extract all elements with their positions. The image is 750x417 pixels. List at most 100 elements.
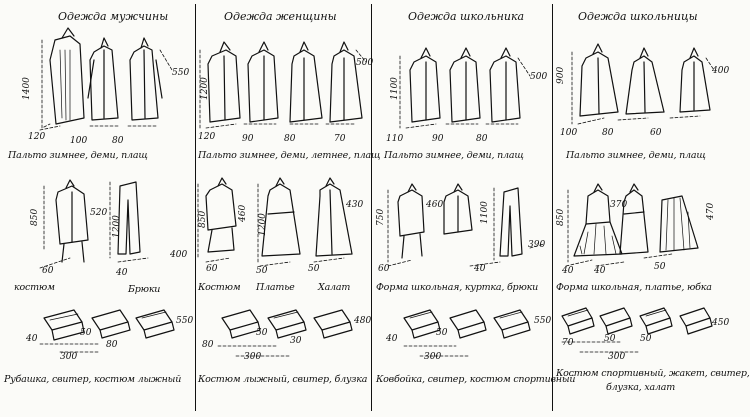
dim-label: 550: [172, 68, 190, 78]
women-row3-dim-lines: [217, 345, 291, 357]
column-title-men: Одежда мужчины: [58, 10, 169, 23]
dim-label: 460: [238, 204, 248, 222]
dim-label: 400: [170, 250, 188, 260]
dim-label: 50: [654, 262, 666, 272]
caption-men-shirts: Рубашка, свитер, костюм лыжный: [4, 374, 182, 385]
dim-label: 850: [198, 210, 208, 228]
dim-label: 550: [176, 316, 194, 326]
dim-label: 50: [640, 334, 652, 344]
men-row2-dim-lines: [39, 257, 149, 269]
column-divider: [195, 4, 196, 411]
dim-label: 520: [90, 208, 108, 218]
schoolboy-folded-3: [493, 309, 531, 339]
dim-label: 60: [650, 128, 662, 138]
dim-label: 80: [202, 340, 214, 350]
women-coat-3: [289, 41, 323, 123]
dim-label: 850: [556, 208, 566, 226]
dim-label: 40: [474, 264, 486, 274]
dim-label: 1400: [22, 77, 32, 100]
men-row3-dim-lines: [39, 343, 101, 353]
dim-label: 40: [594, 266, 606, 276]
women-robe: [315, 177, 353, 257]
schoolgirl-coat-dim-lines: [577, 115, 701, 125]
dim-label: 90: [242, 134, 254, 144]
schoolgirl-row2-dim-lines: [565, 253, 673, 267]
dim-label: 850: [30, 208, 40, 226]
caption-men-coats: Пальто зимнее, деми, плащ: [8, 150, 148, 161]
dim-label: 80: [602, 128, 614, 138]
dim-label: 50: [80, 328, 92, 338]
caption-men-suit: костюм: [14, 282, 55, 293]
dim-label: 430: [346, 200, 364, 210]
schoolboy-folded-2: [449, 309, 487, 339]
schoolboy-row3-dim-lines: [403, 345, 471, 357]
caption-schoolgirl-sportswear-1: Костюм спортивный, жакет, свитер,: [556, 368, 750, 379]
men-coat-dim-lines: [39, 125, 159, 131]
dim-label: 120: [28, 132, 46, 142]
caption-women-suit: Костюм: [198, 282, 241, 293]
caption-schoolboy-shirts: Ковбойка, свитер, костюм спортивный: [376, 374, 576, 385]
dim-label: 450: [712, 318, 730, 328]
women-folded-2: [267, 309, 307, 339]
caption-schoolboy-uniform: Форма школьная, куртка, брюки: [376, 282, 538, 293]
men-coat-2: [87, 37, 119, 121]
caption-men-trousers: Брюки: [128, 284, 161, 295]
column-title-schoolgirl: Одежда школьницы: [578, 10, 698, 23]
men-trousers: [109, 181, 141, 259]
men-coat-1: [41, 27, 85, 129]
schoolboy-row2-dim-lines: [387, 243, 545, 267]
schoolgirl-uniform: [567, 183, 623, 263]
schoolgirl-folded-2: [599, 307, 633, 335]
caption-women-robe: Халат: [318, 282, 351, 293]
caption-schoolgirl-uniform: Форма школьная, платье, юбка: [556, 282, 712, 293]
schoolgirl-dress: [619, 183, 649, 255]
dim-label: 300: [60, 352, 78, 362]
women-suit: [197, 177, 237, 259]
women-coat-2: [247, 41, 279, 123]
men-suit: [43, 179, 89, 263]
dim-label: 500: [530, 72, 548, 82]
dim-label: 460: [426, 200, 444, 210]
column-title-schoolboy: Одежда школьника: [408, 10, 525, 23]
dim-label: 1100: [390, 77, 400, 100]
men-coat-3: [129, 37, 173, 121]
dim-label: 50: [604, 334, 616, 344]
dim-label: 550: [534, 316, 552, 326]
women-coat-4: [329, 41, 367, 123]
dim-label: 1200: [258, 213, 268, 236]
dim-label: 50: [308, 264, 320, 274]
schoolgirl-folded-1: [561, 307, 595, 335]
column-divider: [552, 4, 553, 411]
dim-label: 80: [112, 136, 124, 146]
schoolgirl-skirt: [659, 195, 699, 253]
dim-label: 30: [290, 336, 302, 346]
dim-label: 500: [356, 58, 374, 68]
dim-label: 110: [386, 134, 404, 144]
schoolboy-folded-1: [403, 309, 441, 339]
dim-label: 750: [376, 208, 386, 226]
women-folded-3: [313, 309, 353, 339]
caption-schoolgirl-sportswear-2: блузка, халат: [606, 382, 676, 393]
caption-schoolgirl-coats: Пальто зимнее, деми, плащ: [566, 150, 706, 161]
schoolboy-coat-dim-lines: [405, 123, 519, 129]
caption-women-coats: Пальто зимнее, деми, летнее, плащ: [198, 150, 381, 161]
dim-label: 60: [206, 264, 218, 274]
men-folded-2: [91, 309, 131, 339]
dim-label: 480: [354, 316, 372, 326]
schoolboy-jacket: [443, 183, 473, 235]
dim-label: 50: [256, 328, 268, 338]
column-divider: [371, 4, 372, 411]
schoolgirl-coat-3: [679, 47, 715, 113]
caption-women-dress: Платье: [256, 282, 295, 293]
women-dress: [257, 177, 301, 263]
women-coat-1: [199, 41, 241, 129]
dim-label: 1100: [480, 201, 490, 224]
dim-label: 80: [106, 340, 118, 350]
women-row2-dim-lines: [205, 257, 345, 267]
schoolboy-coat-1: [399, 47, 441, 129]
dim-label: 100: [70, 136, 88, 146]
dim-label: 80: [284, 134, 296, 144]
dim-label: 50: [436, 328, 448, 338]
